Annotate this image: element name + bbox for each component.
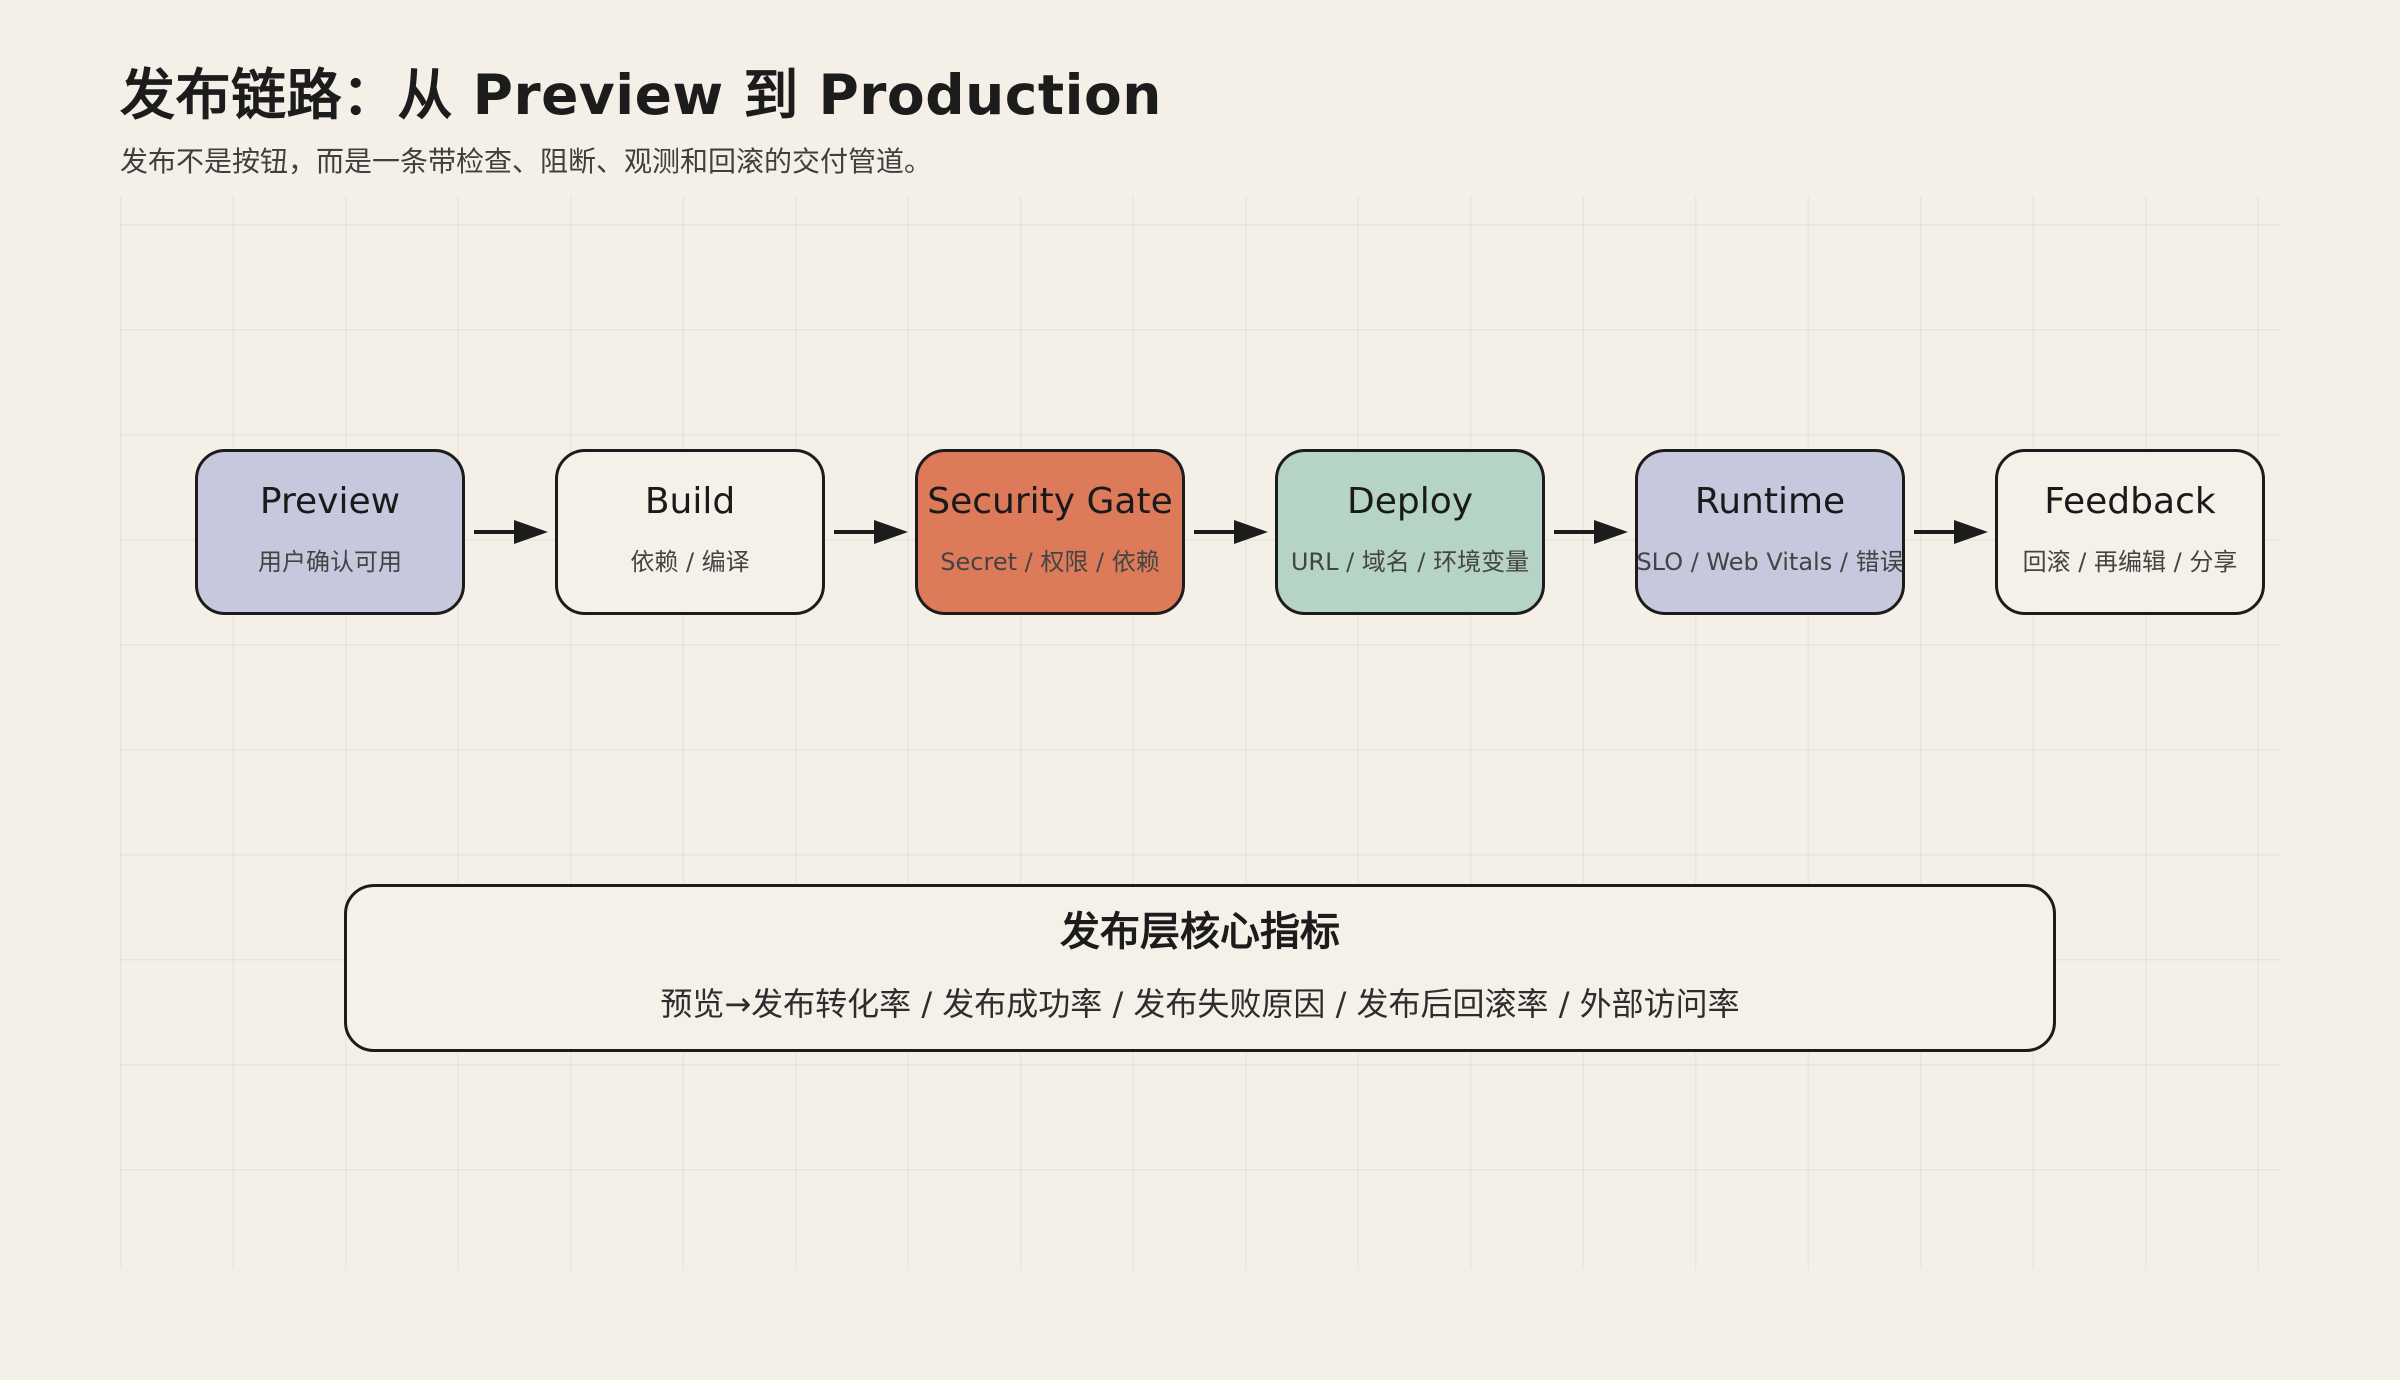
node-detail: Secret / 权限 / 依赖 xyxy=(940,548,1160,576)
node-title: Security Gate xyxy=(927,481,1173,522)
node-title: Preview xyxy=(259,481,401,522)
node-title: Deploy xyxy=(1346,481,1474,522)
arrow-security-gate-to-deploy xyxy=(1192,510,1268,554)
arrow-preview-to-build xyxy=(472,510,548,554)
node-feedback: Feedback 回滚 / 再编辑 / 分享 xyxy=(1995,449,2265,615)
node-deploy: Deploy URL / 域名 / 环境变量 xyxy=(1275,449,1545,615)
node-detail: 回滚 / 再编辑 / 分享 xyxy=(2022,548,2238,576)
metrics-list: 预览→发布转化率 / 发布成功率 / 发布失败原因 / 发布后回滚率 / 外部访… xyxy=(660,985,1740,1023)
node-detail: URL / 域名 / 环境变量 xyxy=(1290,548,1530,576)
node-preview: Preview 用户确认可用 xyxy=(195,449,465,615)
metrics-panel: 发布层核心指标 预览→发布转化率 / 发布成功率 / 发布失败原因 / 发布后回… xyxy=(344,884,2056,1052)
node-title: Build xyxy=(644,481,736,522)
page-subtitle: 发布不是按钮，而是一条带检查、阻断、观测和回滚的交付管道。 xyxy=(120,145,933,178)
arrow-deploy-to-runtime xyxy=(1552,510,1628,554)
page-title: 发布链路：从 Preview 到 Production xyxy=(120,63,1162,127)
node-title: Feedback xyxy=(2044,481,2216,522)
arrow-runtime-to-feedback xyxy=(1912,510,1988,554)
metrics-title: 发布层核心指标 xyxy=(1060,909,1340,955)
node-runtime: Runtime SLO / Web Vitals / 错误 xyxy=(1635,449,1905,615)
node-title: Runtime xyxy=(1694,481,1846,522)
node-build: Build 依赖 / 编译 xyxy=(555,449,825,615)
node-detail: SLO / Web Vitals / 错误 xyxy=(1636,548,1904,576)
node-security-gate: Security Gate Secret / 权限 / 依赖 xyxy=(915,449,1185,615)
arrow-build-to-security-gate xyxy=(832,510,908,554)
grid-background xyxy=(120,196,2280,1270)
node-detail: 用户确认可用 xyxy=(258,548,402,576)
node-detail: 依赖 / 编译 xyxy=(630,548,750,576)
